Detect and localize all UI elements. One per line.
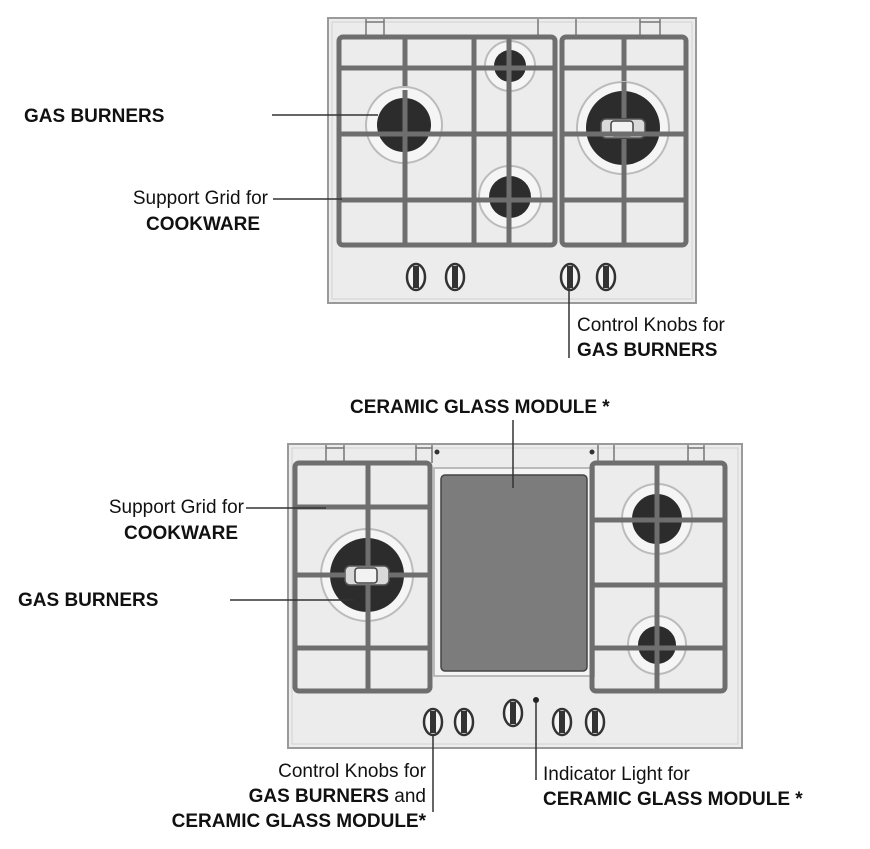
bottom-hinges	[325, 445, 705, 463]
bottom-control-knobs-label-line2: GAS BURNERS and	[249, 785, 426, 808]
indicator-light-label-line2: CERAMIC GLASS MODULE *	[543, 789, 803, 810]
top-hinges	[365, 19, 661, 37]
bottom-cooktop	[287, 443, 743, 749]
top-cooktop	[327, 17, 697, 304]
and-text: and	[389, 786, 426, 807]
bottom-control-knobs-label-line3: CERAMIC GLASS MODULE*	[171, 811, 426, 832]
bottom-control-knobs-label-line1: Control Knobs for	[278, 761, 426, 782]
indicator-light-label-line1: Indicator Light for	[543, 764, 690, 785]
top-knobs	[405, 262, 617, 292]
bottom-gas-burners-label: GAS BURNERS	[18, 590, 159, 611]
ceramic-glass-module	[440, 474, 588, 672]
leader-lines	[230, 114, 570, 812]
top-control-knobs-label-line2: GAS BURNERS	[577, 340, 718, 361]
indicator-light	[533, 697, 539, 703]
gas-burners-bold-text: GAS BURNERS	[248, 786, 390, 807]
top-support-grid-label-line1: Support Grid for	[132, 188, 268, 209]
top-gas-burners-label: GAS BURNERS	[24, 106, 165, 127]
bottom-knobs	[422, 698, 606, 737]
ceramic-glass-module-label: CERAMIC GLASS MODULE *	[350, 397, 610, 418]
bottom-support-grid-label-line1: Support Grid for	[108, 497, 244, 518]
top-control-knobs-label-line1: Control Knobs for	[577, 315, 725, 336]
bottom-support-grid-label-line2: COOKWARE	[124, 523, 238, 544]
bottom-burners	[320, 483, 693, 675]
top-support-grid-label-line2: COOKWARE	[146, 214, 260, 235]
